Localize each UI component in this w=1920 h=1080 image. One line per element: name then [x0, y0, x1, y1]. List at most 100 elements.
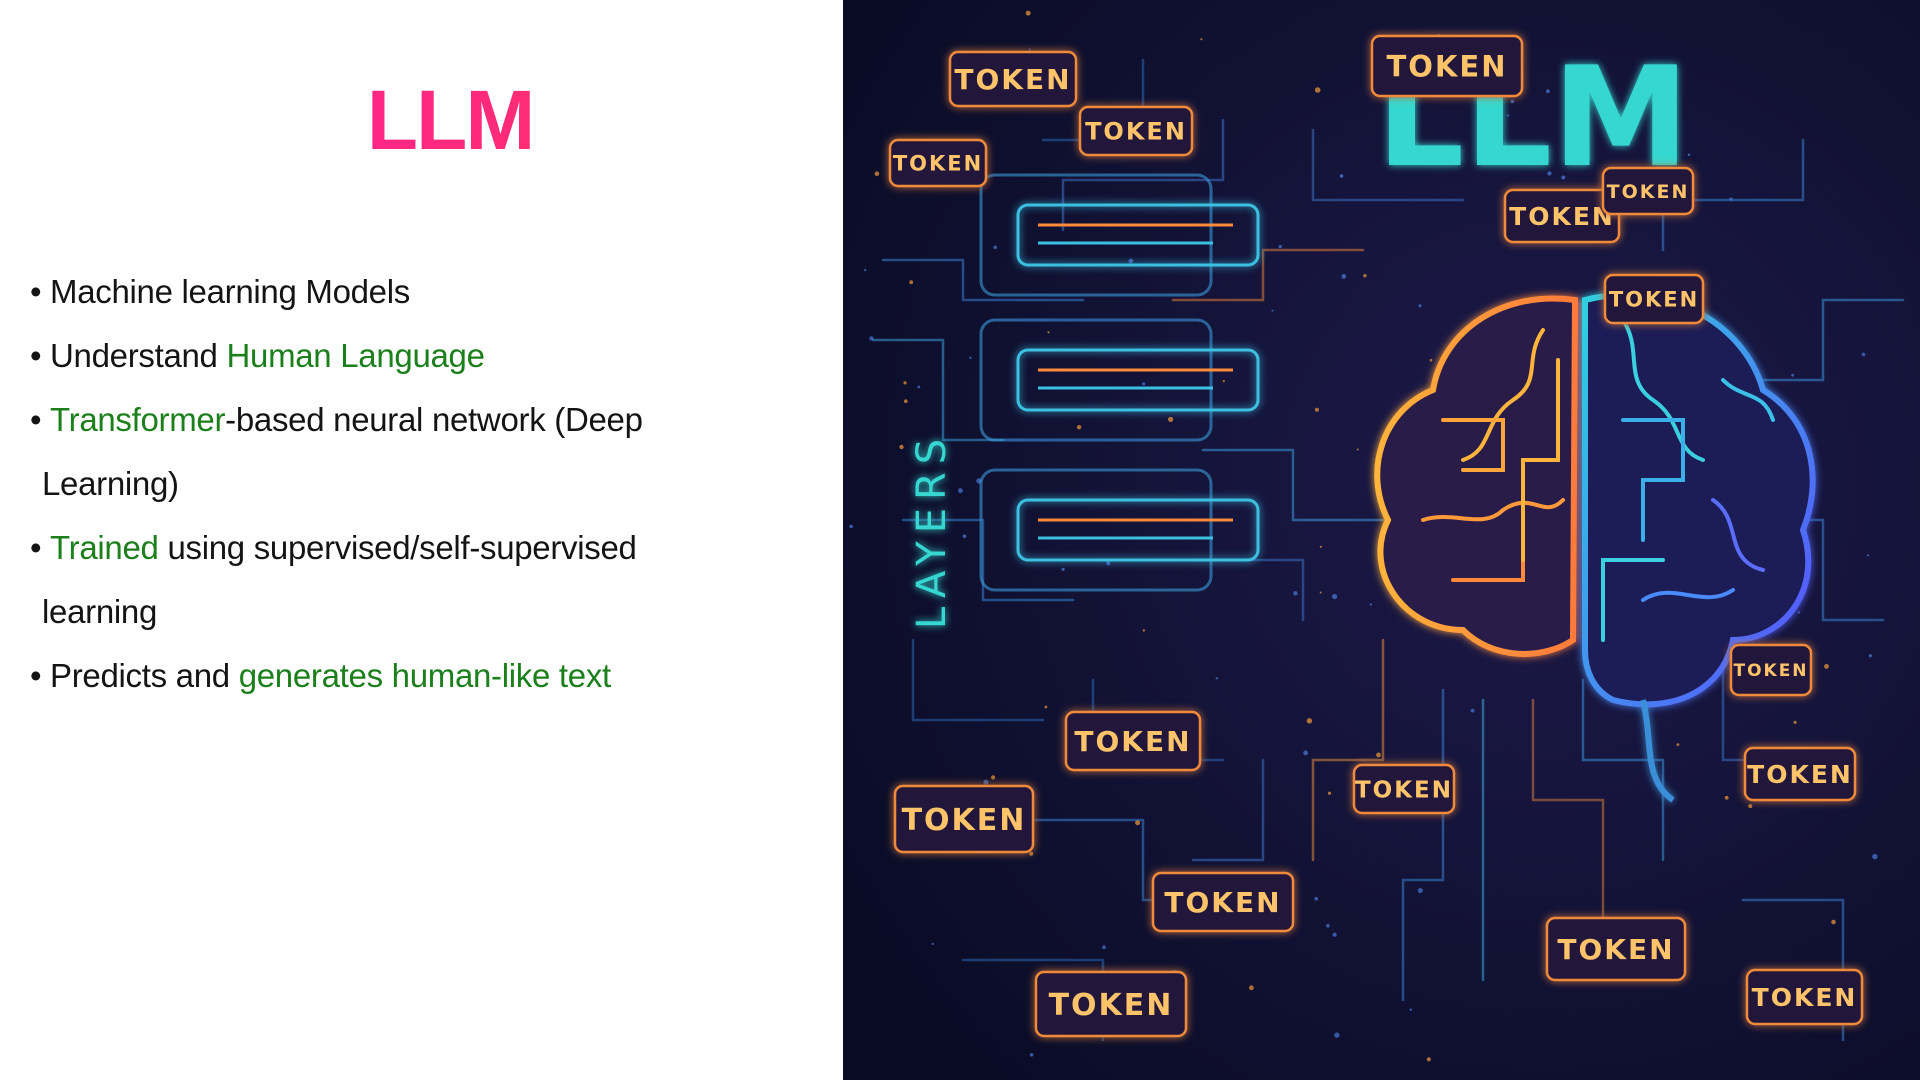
bullet-text: Machine learning Models	[50, 273, 410, 310]
layer-inner-box	[1016, 203, 1260, 267]
bullet-marker: •	[30, 337, 42, 374]
particle-dot	[1128, 258, 1134, 264]
brain-circuit-fold	[1601, 558, 1665, 642]
particle-dot	[899, 444, 904, 450]
particle-dot	[1729, 197, 1733, 201]
particle-dot	[1417, 888, 1423, 894]
brain-circuit-fold	[1641, 588, 1735, 602]
token-label: TOKEN	[1607, 181, 1690, 203]
highlighted-text: Transformer	[50, 401, 226, 438]
particle-dot	[1426, 1057, 1431, 1062]
particle-dot	[1872, 853, 1878, 860]
particle-dot	[1332, 593, 1338, 600]
highlighted-text: Trained	[50, 529, 159, 566]
bullet-text: Predicts and	[50, 657, 239, 694]
token-chip: TOKEN	[1078, 105, 1194, 157]
particle-dot	[904, 399, 908, 404]
particle-dot	[1868, 654, 1872, 658]
layers-label: LAYERS	[909, 431, 955, 629]
particle-dot	[1546, 89, 1550, 94]
token-chip-border	[893, 784, 1035, 854]
token-chip: TOKEN	[1370, 34, 1524, 98]
token-chip-border	[1370, 34, 1524, 98]
circuit-trace	[901, 518, 1075, 602]
particle-dot	[1831, 919, 1836, 925]
circuit-trace	[1581, 678, 1665, 862]
particle-dot	[1028, 48, 1031, 51]
brain-circuit-fold	[1521, 358, 1560, 562]
particle-dot	[1106, 561, 1111, 566]
slide-title: LLM	[0, 78, 900, 162]
token-label: TOKEN	[1085, 118, 1187, 146]
token-chip-border	[1064, 710, 1202, 772]
token-chip: TOKEN	[1603, 273, 1705, 325]
token-label: TOKEN	[1074, 725, 1191, 758]
brain-icon	[1374, 291, 1816, 803]
particle-dot	[1314, 896, 1318, 901]
particle-dot	[864, 268, 867, 272]
particle-dot	[1332, 932, 1337, 937]
token-chip-border	[1034, 970, 1188, 1038]
particle-dot	[909, 280, 914, 285]
bullet-continuation: learning	[42, 593, 158, 630]
particle-dot	[1047, 331, 1050, 334]
particle-dot	[991, 775, 996, 780]
particle-dot	[1314, 407, 1319, 412]
particle-dot	[958, 488, 963, 494]
particle-dot	[1334, 1032, 1340, 1038]
particle-dot	[1547, 171, 1552, 176]
bullet-item: •Trained using supervised/self-supervise…	[30, 516, 710, 644]
bullet-item: •Predicts and generates human-like text	[30, 644, 710, 708]
token-label: TOKEN	[1387, 49, 1508, 83]
particle-dot	[1327, 791, 1332, 795]
particle-dot	[1480, 159, 1485, 165]
particle-dot	[1470, 708, 1475, 713]
particle-dot	[1303, 750, 1308, 756]
particle-dot	[983, 779, 989, 785]
token-label: TOKEN	[1733, 661, 1808, 681]
brain-circuit-fold	[1461, 328, 1545, 462]
particle-dot	[1687, 153, 1691, 157]
particle-dot	[1044, 705, 1048, 709]
particle-dot	[1061, 567, 1065, 572]
particle-dot	[1293, 591, 1298, 596]
particle-dot	[969, 356, 972, 359]
particle-dot	[1102, 945, 1106, 949]
token-chip: TOKEN	[1601, 166, 1695, 216]
particle-dot	[1200, 38, 1203, 41]
particle-dot	[1215, 677, 1218, 680]
token-chip: TOKEN	[888, 138, 988, 188]
particle-dot	[1025, 10, 1031, 16]
particle-dot	[1506, 114, 1509, 117]
particle-dot	[1278, 244, 1282, 249]
token-chip-border	[1503, 188, 1621, 244]
brain-stem	[1640, 699, 1675, 803]
bullet-item: •Machine learning Models	[30, 260, 710, 324]
particle-dot	[869, 336, 874, 341]
particle-dot	[1409, 1008, 1412, 1011]
particle-dot	[1314, 87, 1321, 93]
token-chip-border	[1078, 105, 1194, 157]
particle-dot	[1724, 795, 1729, 800]
token-chip: TOKEN	[1064, 710, 1202, 772]
token-chip-border	[1352, 763, 1456, 815]
particle-dot	[1676, 743, 1680, 746]
layer-outer-box	[979, 318, 1213, 442]
particle-dot	[1791, 373, 1794, 377]
particle-dot	[1797, 611, 1800, 614]
token-chip-border	[888, 138, 988, 188]
particle-dot	[1319, 591, 1322, 594]
circuit-trace	[1201, 448, 1385, 522]
text-panel: LLM •Machine learning Models•Understand …	[0, 0, 843, 1080]
particle-dot	[931, 942, 934, 946]
particle-dot	[1222, 380, 1225, 383]
brain-circuit-fold	[1621, 418, 1685, 542]
particle-dot	[1748, 804, 1753, 809]
particle-dot	[849, 524, 853, 529]
particle-dot	[1168, 416, 1174, 422]
layer-inner-box	[1016, 498, 1260, 562]
particle-dot	[874, 171, 880, 176]
particle-dot	[1561, 175, 1566, 180]
token-chip-border	[1151, 871, 1295, 933]
